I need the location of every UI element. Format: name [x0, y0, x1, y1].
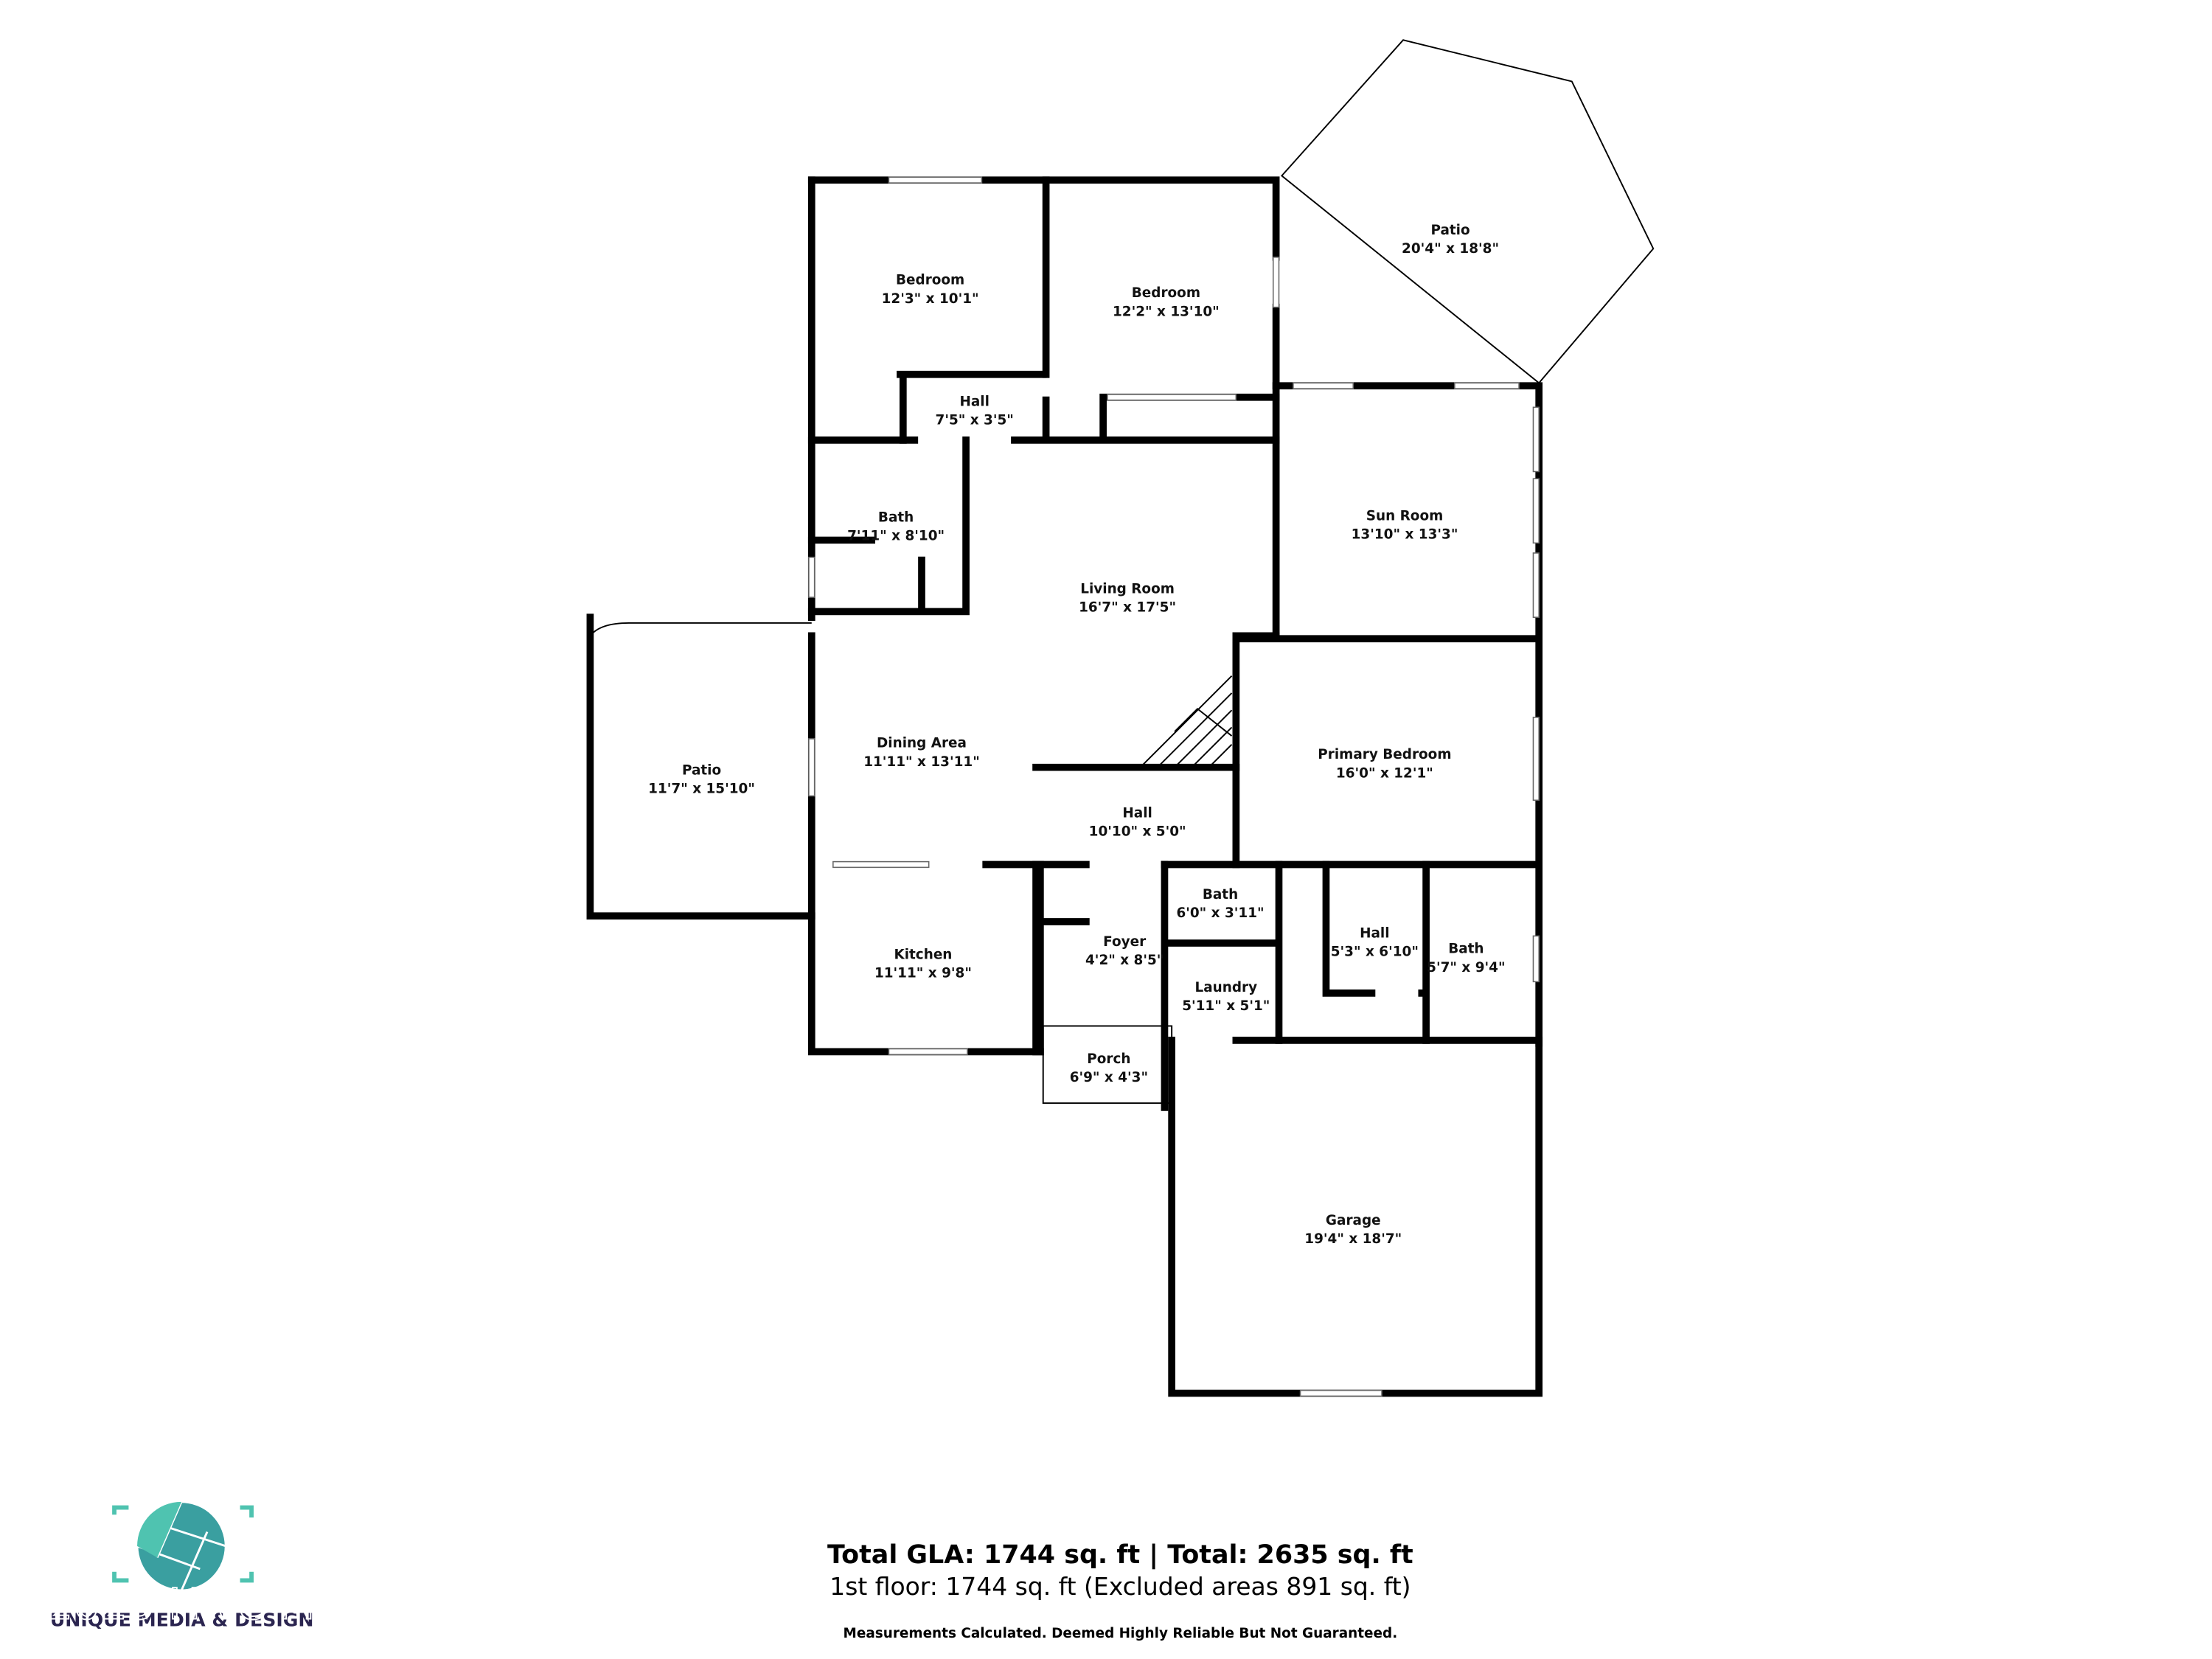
svg-text:4'2" x 8'5": 4'2" x 8'5" — [1085, 953, 1164, 968]
windows — [808, 176, 1540, 1397]
svg-text:5'3" x 6'10": 5'3" x 6'10" — [1331, 945, 1419, 960]
svg-text:11'7" x 15'10": 11'7" x 15'10" — [648, 782, 755, 797]
svg-text:Primary Bedroom: Primary Bedroom — [1318, 747, 1451, 762]
svg-text:16'0" x 12'1": 16'0" x 12'1" — [1336, 765, 1433, 781]
room-foyer: Foyer 4'2" x 8'5" — [1085, 934, 1164, 968]
disclaimer: Measurements Calculated. Deemed Highly R… — [844, 1626, 1398, 1641]
svg-text:Bath: Bath — [1448, 942, 1484, 957]
patio-outline-w — [589, 622, 812, 637]
svg-text:11'11" x 13'11": 11'11" x 13'11" — [863, 754, 980, 770]
svg-text:16'7" x 17'5": 16'7" x 17'5" — [1079, 599, 1176, 615]
svg-text:12'2" x 13'10": 12'2" x 13'10" — [1113, 304, 1220, 319]
svg-text:Bedroom: Bedroom — [896, 273, 964, 288]
company-logo: UNIQUE MEDIA & DESIGN ©2025 Hive MLS — [2, 1500, 366, 1630]
total-area: Total GLA: 1744 sq. ft | Total: 2635 sq.… — [827, 1540, 1413, 1570]
svg-text:Bedroom: Bedroom — [1132, 285, 1200, 301]
svg-text:5'7" x 9'4": 5'7" x 9'4" — [1427, 960, 1505, 975]
svg-text:Hall: Hall — [1360, 925, 1389, 941]
stairs — [1142, 675, 1233, 765]
svg-text:11'11" x 9'8": 11'11" x 9'8" — [874, 966, 972, 981]
room-dining-area: Dining Area 11'11" x 13'11" — [863, 736, 980, 770]
room-bath-3: Bath 5'7" x 9'4" — [1427, 942, 1505, 975]
floor-area: 1st floor: 1744 sq. ft (Excluded areas 8… — [830, 1572, 1411, 1601]
room-laundry: Laundry 5'11" x 5'1" — [1182, 980, 1270, 1014]
svg-text:Patio: Patio — [682, 762, 721, 778]
room-hall-right: Hall 5'3" x 6'10" — [1331, 925, 1419, 959]
svg-text:13'10" x 13'3": 13'10" x 13'3" — [1352, 527, 1458, 543]
svg-text:Porch: Porch — [1087, 1051, 1130, 1067]
room-bedroom-2: Bedroom 12'2" x 13'10" — [1113, 285, 1220, 319]
svg-text:6'0" x 3'11": 6'0" x 3'11" — [1176, 905, 1264, 921]
room-living-room: Living Room 16'7" x 17'5" — [1079, 581, 1176, 615]
svg-text:7'5" x 3'5": 7'5" x 3'5" — [936, 413, 1014, 428]
svg-text:Garage: Garage — [1326, 1213, 1381, 1228]
svg-text:Patio: Patio — [1430, 223, 1470, 238]
svg-text:Kitchen: Kitchen — [894, 947, 952, 962]
svg-text:Hall: Hall — [959, 394, 989, 409]
svg-text:10'10" x 5'0": 10'10" x 5'0" — [1089, 824, 1186, 840]
svg-text:Dining Area: Dining Area — [877, 736, 967, 751]
svg-text:UNIQUE MEDIA & DESIGN: UNIQUE MEDIA & DESIGN — [50, 1609, 314, 1630]
svg-text:Bath: Bath — [1203, 887, 1238, 902]
svg-text:19'4" x 18'7": 19'4" x 18'7" — [1304, 1231, 1402, 1247]
svg-text:12'3" x 10'1": 12'3" x 10'1" — [882, 291, 979, 307]
svg-text:Laundry: Laundry — [1194, 980, 1257, 995]
svg-text:Foyer: Foyer — [1103, 934, 1147, 950]
camera-frame-icon — [112, 1505, 254, 1583]
svg-text:5'11" x 5'1": 5'11" x 5'1" — [1182, 998, 1270, 1014]
svg-text:Living Room: Living Room — [1080, 581, 1175, 597]
room-hall-top: Hall 7'5" x 3'5" — [936, 394, 1014, 428]
svg-text:20'4" x 18'8": 20'4" x 18'8" — [1402, 241, 1499, 257]
svg-text:7'11" x 8'10": 7'11" x 8'10" — [847, 529, 945, 544]
room-primary-bedroom: Primary Bedroom 16'0" x 12'1" — [1318, 747, 1451, 781]
room-hall-mid: Hall 10'10" x 5'0" — [1089, 806, 1186, 840]
svg-text:6'9" x 4'3": 6'9" x 4'3" — [1070, 1070, 1148, 1085]
patio-outline-ne — [1280, 39, 1655, 384]
svg-text:Bath: Bath — [878, 509, 914, 525]
svg-text:Sun Room: Sun Room — [1366, 508, 1444, 524]
room-patio-w: Patio 11'7" x 15'10" — [648, 762, 755, 796]
watermark: ©2025 Hive MLS — [3, 1579, 366, 1630]
room-bedroom-1: Bedroom 12'3" x 10'1" — [882, 273, 979, 307]
room-patio-ne: Patio 20'4" x 18'8" — [1402, 223, 1499, 257]
svg-text:Hall: Hall — [1122, 806, 1152, 821]
room-garage: Garage 19'4" x 18'7" — [1304, 1213, 1402, 1247]
room-kitchen: Kitchen 11'11" x 9'8" — [874, 947, 972, 981]
room-porch: Porch 6'9" x 4'3" — [1070, 1051, 1148, 1085]
room-bath-2: Bath 6'0" x 3'11" — [1176, 887, 1264, 921]
room-bath-1: Bath 7'11" x 8'10" — [847, 509, 945, 543]
room-sun-room: Sun Room 13'10" x 13'3" — [1352, 508, 1458, 542]
